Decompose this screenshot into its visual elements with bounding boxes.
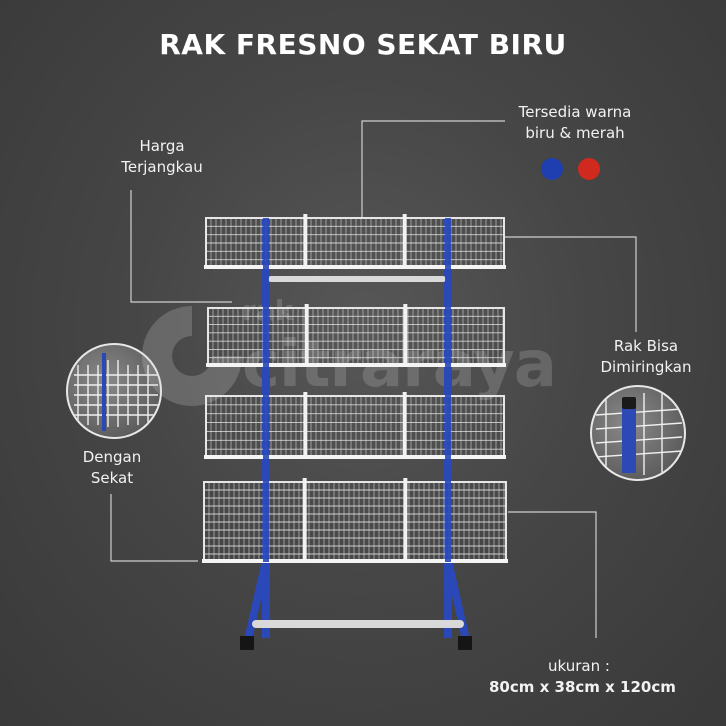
- callout-line-miring: [503, 236, 637, 332]
- callout-line-warna: [361, 120, 505, 218]
- callout-line-harga: [130, 190, 232, 303]
- feature-sekat-line2: Sekat: [90, 469, 134, 487]
- color-swatch-red: [578, 158, 600, 180]
- rack-post-left-front: [263, 218, 269, 562]
- feature-harga-line2: Terjangkau: [121, 158, 203, 176]
- rack-foot-left: [240, 636, 254, 650]
- rack-leg-left: [244, 560, 270, 640]
- feature-warna-line2: biru & merah: [525, 124, 625, 142]
- rack-leg-right: [444, 560, 470, 640]
- detail-circle-bracket: [590, 385, 686, 481]
- rack-basket-3: [204, 392, 506, 459]
- feature-warna: Tersedia warna biru & merah: [500, 102, 650, 144]
- rack-basket-1: [204, 214, 506, 269]
- detail-circle-divider: [66, 343, 162, 439]
- rack-basket-2: [206, 304, 506, 367]
- divider-detail-image: [74, 353, 158, 431]
- feature-sekat: Dengan Sekat: [72, 447, 152, 489]
- rack-foot-right: [458, 636, 472, 650]
- rack-post-right-front: [445, 218, 451, 562]
- feature-warna-line1: Tersedia warna: [518, 103, 632, 121]
- feature-miring-line2: Dimiringkan: [600, 358, 692, 376]
- callout-line-ukuran: [508, 511, 597, 638]
- bracket-detail-image: [595, 393, 683, 475]
- rack-crossbar-bottom: [252, 620, 464, 628]
- feature-miring-line1: Rak Bisa: [613, 337, 679, 355]
- rack-crossbar-top: [268, 276, 446, 282]
- page-title: RAK FRESNO SEKAT BIRU: [159, 28, 567, 61]
- feature-harga: Harga Terjangkau: [112, 136, 212, 178]
- callout-line-sekat: [110, 494, 198, 562]
- rack-basket-4: [202, 478, 508, 563]
- feature-miring: Rak Bisa Dimiringkan: [586, 336, 706, 378]
- feature-harga-line1: Harga: [139, 137, 185, 155]
- watermark-logo-icon: [142, 306, 242, 406]
- feature-sekat-line1: Dengan: [82, 448, 142, 466]
- size-label: ukuran :: [548, 657, 610, 675]
- size-value: 80cm x 38cm x 120cm: [489, 678, 676, 696]
- color-swatch-blue: [541, 158, 563, 180]
